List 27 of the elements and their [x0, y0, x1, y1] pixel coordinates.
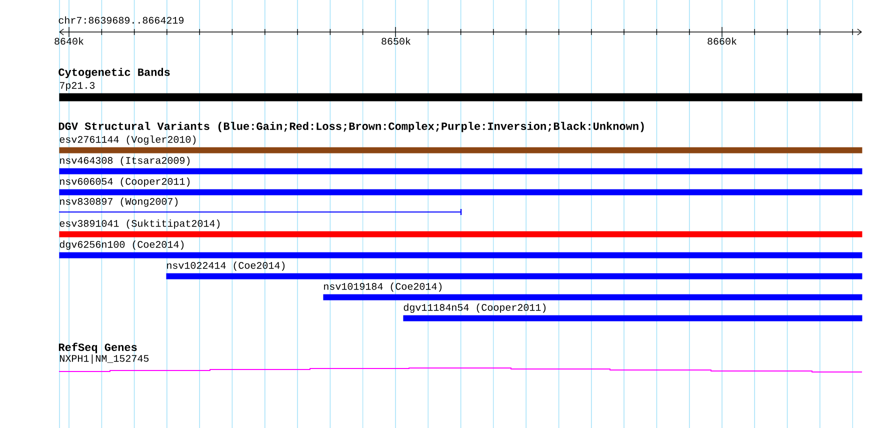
- track-title: DGV Structural Variants (Blue:Gain;Red:Loss;Brown:Complex;Purple:Inversion;Black:Unknown): [58, 122, 644, 132]
- node-label: nsv1022414 (Coe2014): [167, 261, 285, 271]
- variant-track: esv2761144 (Vogler2010): [59, 135, 862, 154]
- variant-track: nsv830897 (Wong2007): [58, 197, 462, 215]
- variant-track: nsv606054 (Cooper2011): [59, 177, 862, 196]
- variant-track: nsv1022414 (Coe2014): [166, 261, 862, 280]
- track-title: Cytogenetic Bands: [58, 68, 170, 78]
- tick-label: 8660k: [708, 37, 736, 45]
- variant-track: 7p21.3: [59, 82, 862, 102]
- node-label: nsv606054 (Cooper2011): [60, 177, 190, 187]
- node-label: dgv6256n100 (Coe2014): [60, 240, 184, 250]
- node-label: esv2761144 (Vogler2010): [60, 135, 196, 145]
- variant-track: dgv6256n100 (Coe2014): [59, 240, 862, 258]
- location-label: chr7:8639689..8664219: [58, 16, 184, 24]
- variant-track: nsv1019184 (Coe2014): [323, 282, 862, 300]
- node-label: esv3891041 (Suktitipat2014): [60, 219, 220, 229]
- node-label: nsv464308 (Itsara2009): [60, 156, 190, 166]
- node-label: dgv11184n54 (Cooper2011): [404, 303, 546, 313]
- node-label: nsv1019184 (Coe2014): [324, 282, 442, 292]
- variant-track: nsv464308 (Itsara2009): [59, 156, 862, 174]
- variant-track: esv3891041 (Suktitipat2014): [59, 219, 862, 238]
- tick-label: 8640k: [54, 37, 84, 45]
- tick-label: 8650k: [382, 37, 410, 45]
- variant-track: dgv11184n54 (Cooper2011): [403, 303, 862, 322]
- track-title: RefSeq Genes: [58, 342, 137, 354]
- variant-track: NXPH1|NM_152745: [58, 354, 862, 372]
- node-label: 7p21.3: [60, 82, 95, 91]
